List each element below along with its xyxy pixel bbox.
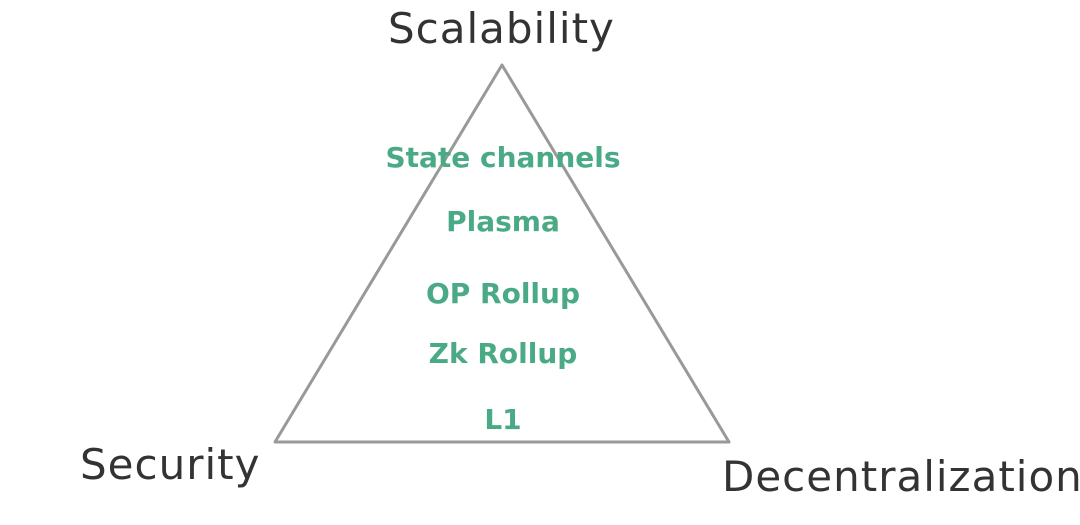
- layer-l1: L1: [484, 403, 522, 436]
- scalability-label: Scalability: [388, 4, 615, 53]
- layer-zk-rollup: Zk Rollup: [428, 337, 578, 370]
- security-label: Security: [80, 440, 261, 489]
- layer-op-rollup: OP Rollup: [425, 277, 581, 310]
- trilemma-triangle: [273, 63, 731, 444]
- layer-plasma: Plasma: [446, 205, 560, 238]
- decentralization-label: Decentralization: [722, 452, 1080, 501]
- layer-state-channels: State channels: [385, 141, 621, 174]
